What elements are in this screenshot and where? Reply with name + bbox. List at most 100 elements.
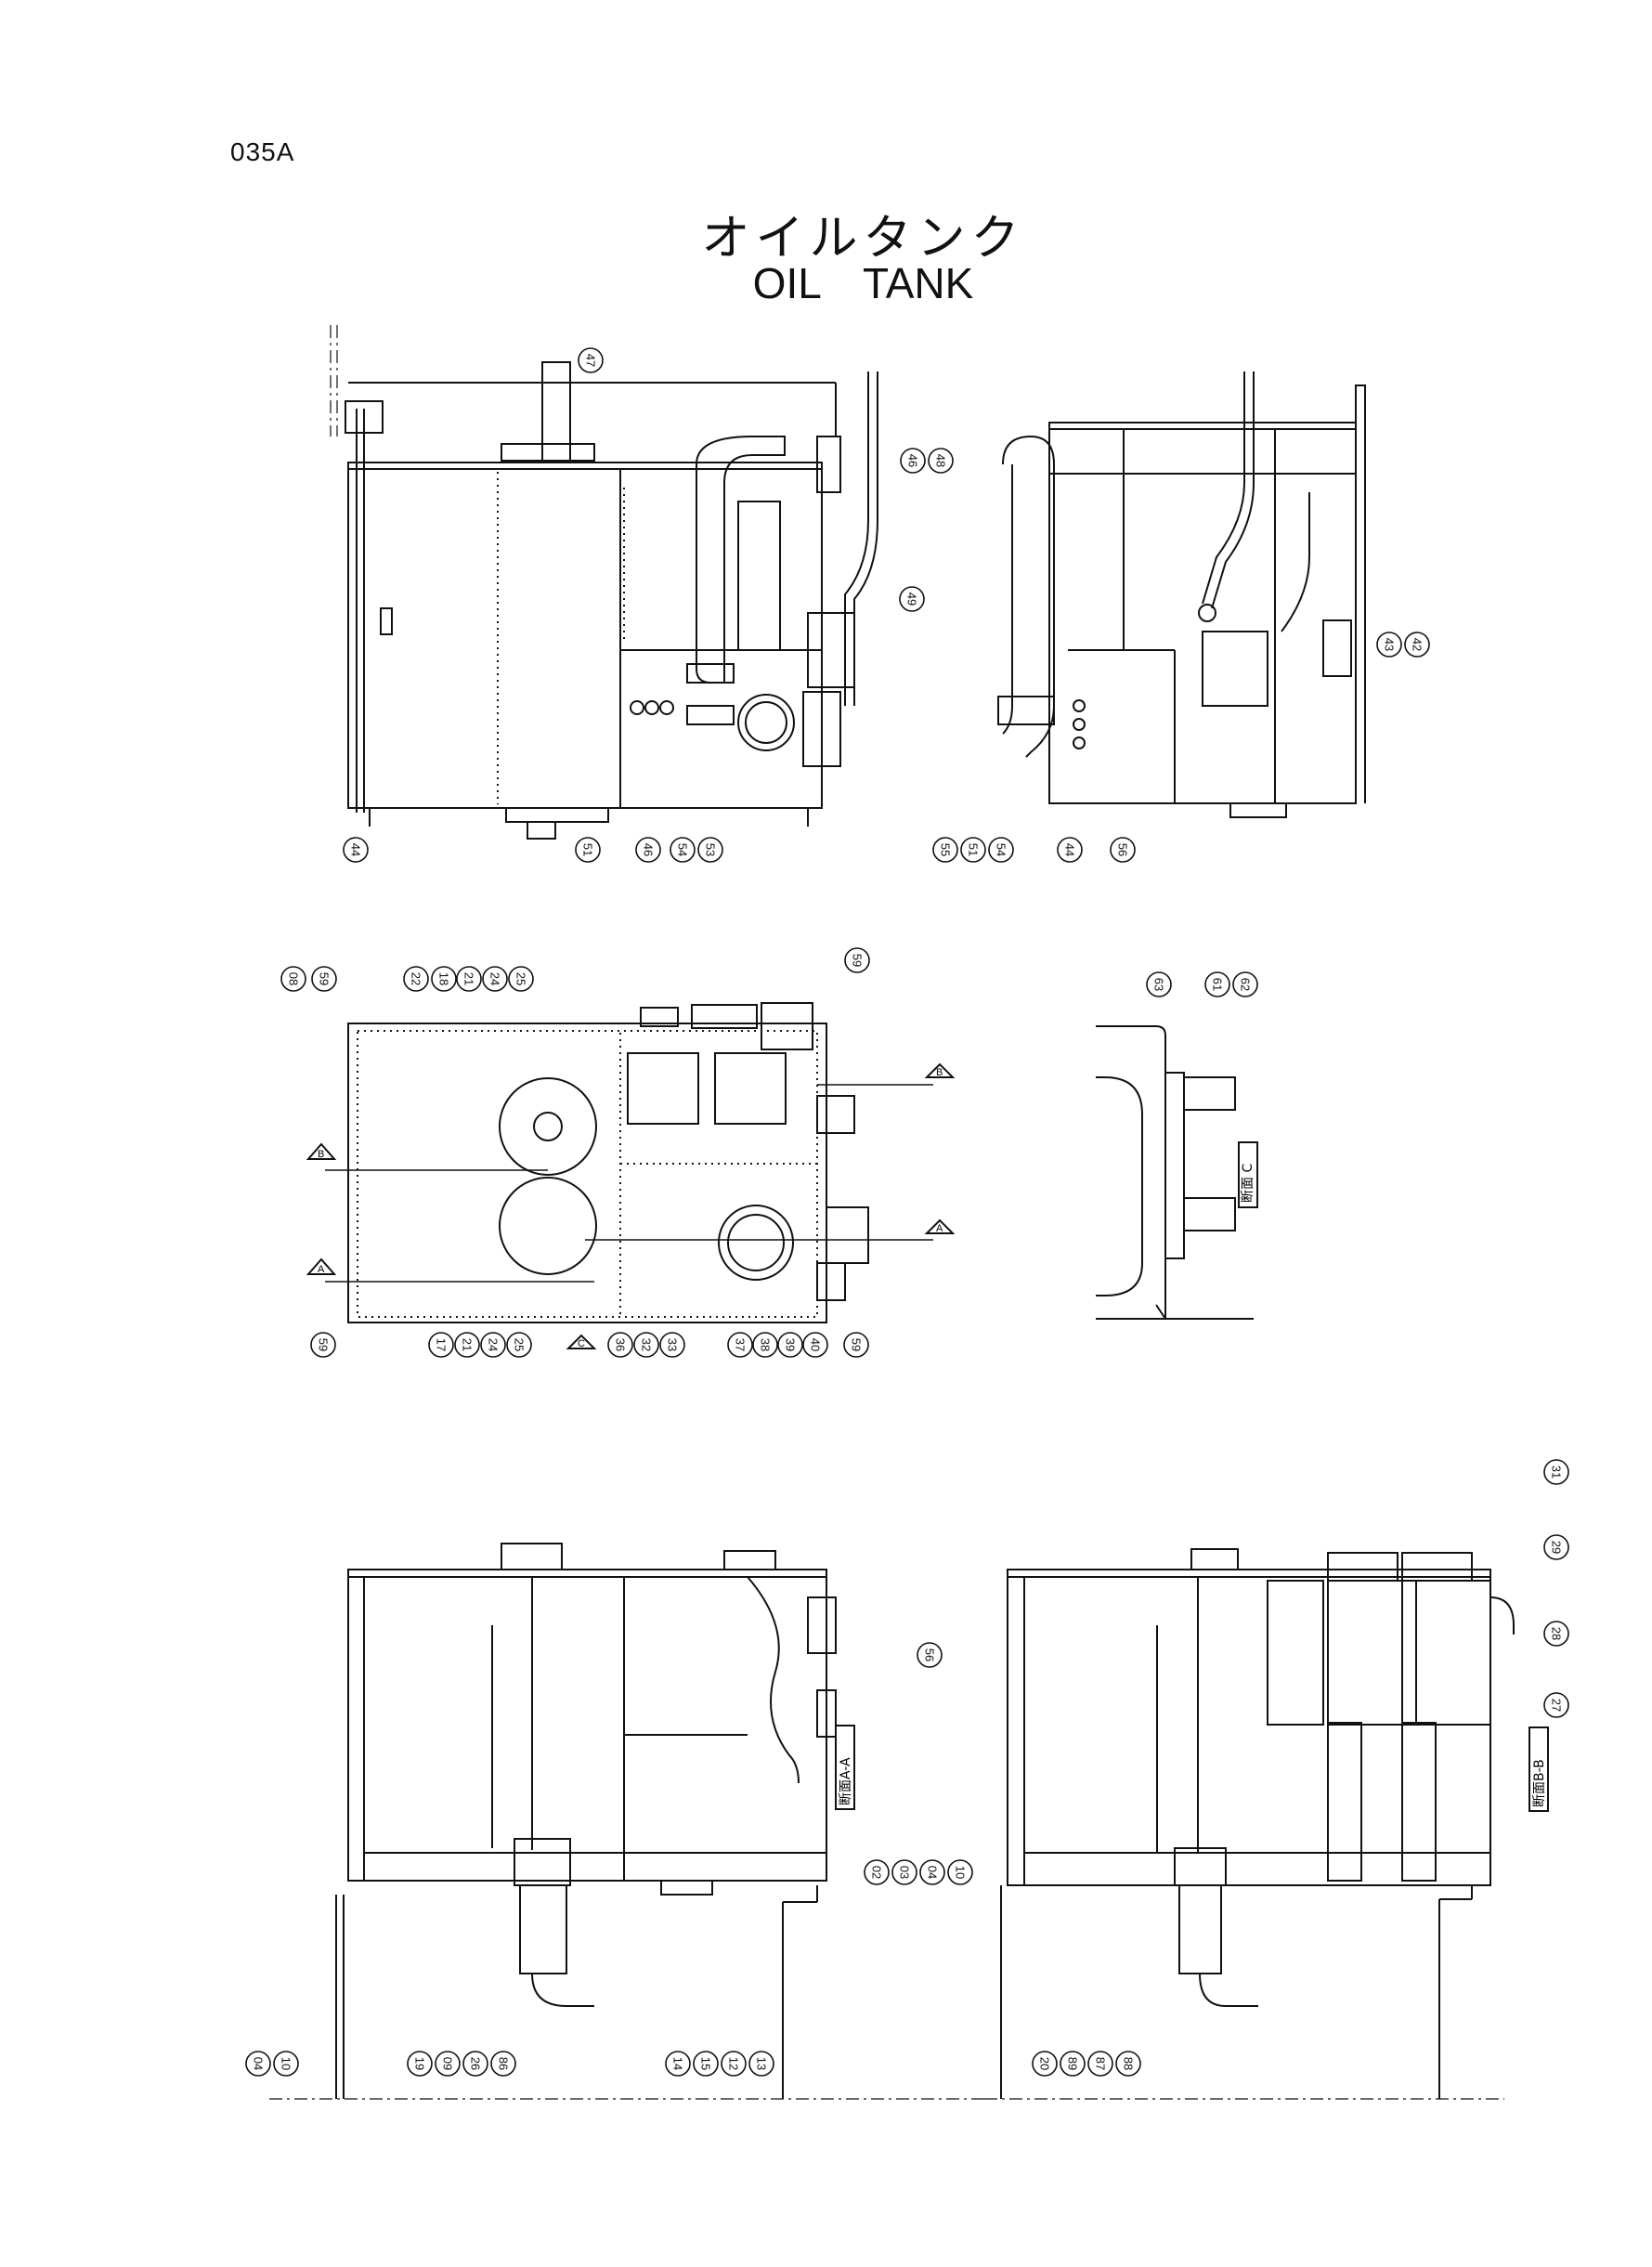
callout-54: 54 (670, 837, 696, 863)
svg-text:48: 48 (934, 454, 948, 467)
section-marks: B A B A C (306, 1062, 956, 1349)
callout-19: 19 (407, 2051, 433, 2077)
svg-text:17: 17 (435, 1338, 449, 1351)
svg-text:08: 08 (287, 972, 301, 985)
svg-text:59: 59 (318, 972, 332, 985)
svg-text:02: 02 (870, 1866, 884, 1879)
svg-text:13: 13 (755, 2057, 769, 2070)
svg-text:10: 10 (954, 1866, 968, 1879)
svg-text:63: 63 (1152, 978, 1166, 991)
svg-text:37: 37 (734, 1338, 748, 1351)
svg-text:49: 49 (905, 593, 919, 606)
callout-59: 59 (844, 947, 870, 973)
svg-text:47: 47 (584, 354, 598, 367)
callout-25: 25 (506, 1332, 532, 1358)
callout-15: 15 (693, 2051, 719, 2077)
svg-text:15: 15 (699, 2057, 713, 2070)
view-section-c (1096, 1025, 1254, 1320)
svg-text:03: 03 (898, 1866, 912, 1879)
svg-text:51: 51 (581, 843, 595, 856)
view-section-aa (269, 1543, 984, 2100)
callout-14: 14 (665, 2051, 691, 2077)
svg-text:42: 42 (1411, 638, 1424, 651)
callout-49: 49 (899, 586, 925, 612)
svg-text:12: 12 (727, 2057, 741, 2070)
svg-text:46: 46 (642, 843, 656, 856)
label-section-c: 断面 C (1241, 1164, 1255, 1203)
callout-32: 32 (633, 1332, 659, 1358)
svg-text:33: 33 (666, 1338, 680, 1351)
svg-text:18: 18 (437, 972, 451, 985)
callout-59: 59 (311, 966, 337, 992)
section-mark-a-right: A (936, 1223, 943, 1234)
section-mark-b-left: B (318, 1149, 324, 1160)
svg-text:27: 27 (1550, 1699, 1564, 1712)
callout-39: 39 (777, 1332, 803, 1358)
svg-text:54: 54 (676, 843, 690, 856)
callout-40: 40 (802, 1332, 828, 1358)
callout-22: 22 (403, 966, 429, 992)
svg-text:51: 51 (967, 843, 981, 856)
callout-37: 37 (727, 1332, 753, 1358)
svg-text:24: 24 (488, 972, 502, 985)
svg-text:61: 61 (1211, 978, 1225, 991)
svg-text:21: 21 (461, 1338, 475, 1351)
svg-text:46: 46 (906, 454, 920, 467)
svg-text:59: 59 (851, 954, 865, 967)
callout-63: 63 (1146, 971, 1172, 997)
callout-24: 24 (480, 1332, 506, 1358)
svg-text:31: 31 (1550, 1466, 1564, 1479)
callout-56: 56 (917, 1642, 943, 1668)
svg-text:26: 26 (469, 2057, 483, 2070)
callout-08: 08 (280, 966, 306, 992)
section-mark-b-right: B (936, 1067, 943, 1078)
svg-text:24: 24 (487, 1338, 501, 1351)
svg-text:54: 54 (995, 843, 1008, 856)
callout-04: 04 (919, 1859, 945, 1885)
callout-56: 56 (1110, 837, 1136, 863)
callout-61: 61 (1204, 971, 1230, 997)
callout-88: 88 (1115, 2051, 1141, 2077)
svg-text:43: 43 (1383, 638, 1397, 651)
page-number: 035A (230, 137, 295, 166)
label-section-bb: 断面B-B (1532, 1759, 1547, 1807)
callout-43: 43 (1376, 632, 1402, 658)
callout-36: 36 (607, 1332, 633, 1358)
callout-46: 46 (900, 448, 926, 474)
callout-27: 27 (1543, 1692, 1569, 1718)
callout-21: 21 (454, 1332, 480, 1358)
svg-text:28: 28 (1550, 1627, 1564, 1640)
callout-04: 04 (245, 2051, 271, 2077)
callout-20: 20 (1032, 2051, 1058, 2077)
callout-53: 53 (697, 837, 723, 863)
callout-51: 51 (575, 837, 601, 863)
title-english: OIL TANK (752, 259, 974, 307)
callout-28: 28 (1543, 1621, 1569, 1647)
view-side-elevation (997, 371, 1366, 818)
svg-text:44: 44 (349, 843, 363, 856)
view-plan (325, 1002, 933, 1323)
label-section-aa: 断面A-A (839, 1757, 853, 1805)
view-section-bb (984, 1548, 1515, 2100)
section-labels: 断面 C 断面A-A 断面B-B (835, 1141, 1549, 1812)
callout-09: 09 (435, 2051, 461, 2077)
svg-text:53: 53 (704, 843, 718, 856)
callout-13: 13 (748, 2051, 774, 2077)
callout-44: 44 (343, 837, 369, 863)
svg-text:22: 22 (410, 972, 423, 985)
callout-02: 02 (864, 1859, 890, 1885)
callout-24: 24 (482, 966, 508, 992)
callout-25: 25 (508, 966, 534, 992)
callout-86: 86 (490, 2051, 516, 2077)
callout-59: 59 (310, 1332, 336, 1358)
svg-text:56: 56 (923, 1648, 937, 1661)
svg-text:59: 59 (850, 1338, 864, 1351)
callout-38: 38 (752, 1332, 778, 1358)
svg-text:36: 36 (614, 1338, 628, 1351)
svg-text:56: 56 (1116, 843, 1130, 856)
svg-text:20: 20 (1038, 2057, 1052, 2070)
svg-text:62: 62 (1239, 978, 1253, 991)
svg-text:04: 04 (252, 2057, 266, 2070)
